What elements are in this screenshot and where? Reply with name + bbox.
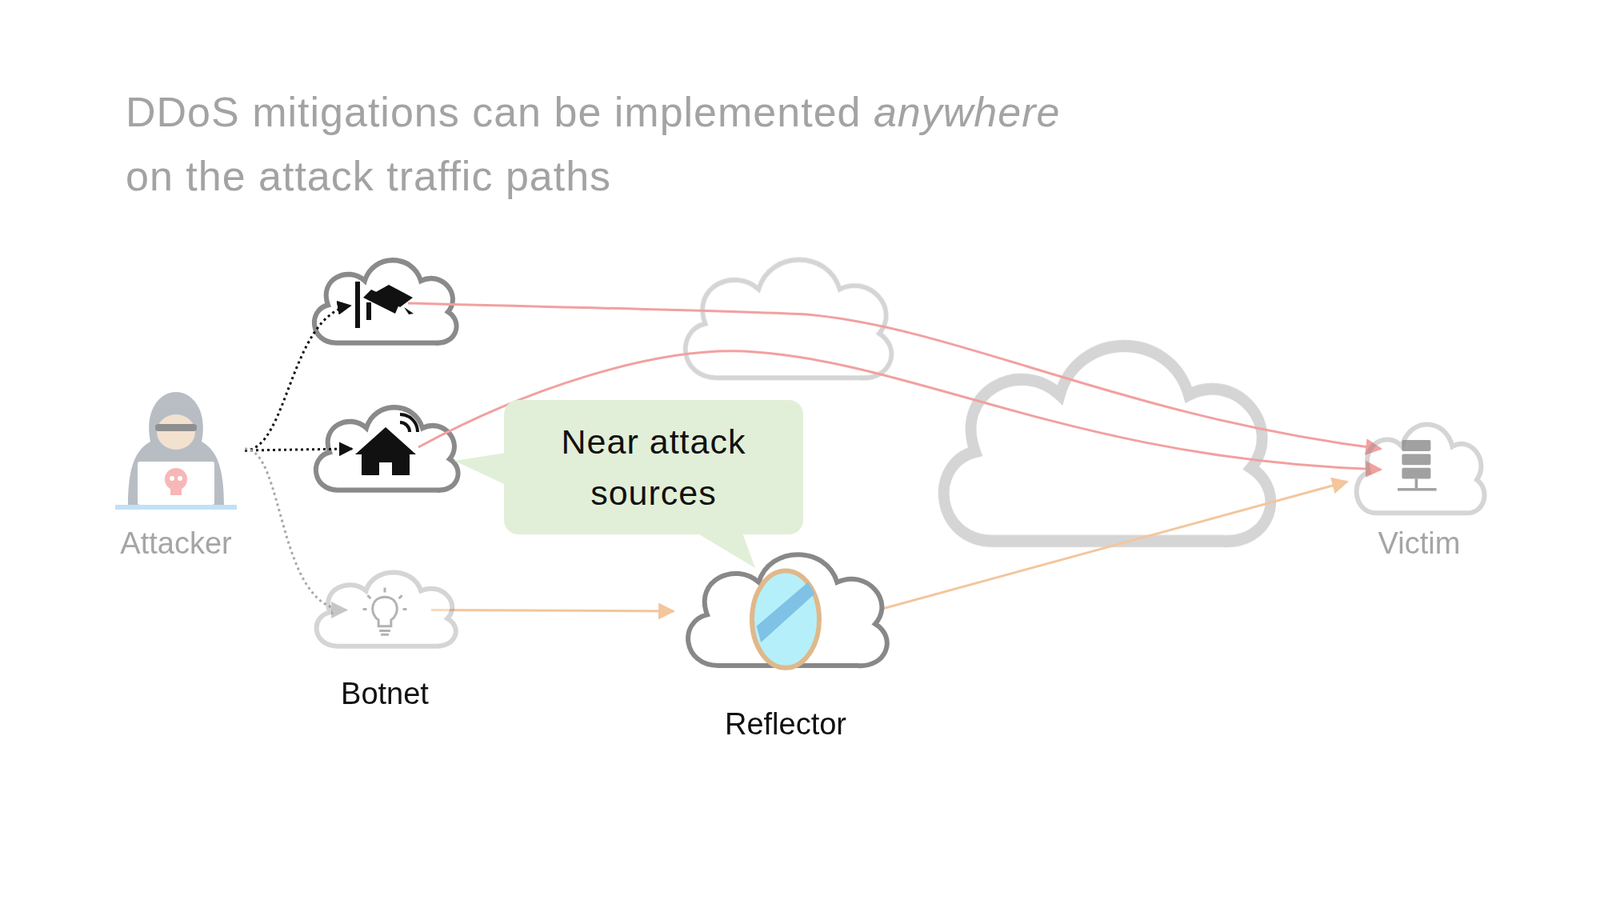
connector-arrow	[244, 448, 347, 611]
node-label: Victim	[1378, 526, 1461, 561]
attacker-icon: Attacker	[112, 385, 240, 512]
reflector-cloud-shape	[673, 536, 898, 687]
callout-text: Near attack sources	[533, 416, 774, 519]
callout-box: Near attack sources	[504, 400, 804, 535]
attacker-icon-shape	[112, 385, 240, 512]
botnet-cloud-shape	[306, 560, 464, 660]
node-label: Attacker	[120, 526, 232, 561]
slide-title: DDoS mitigations can be implemented anyw…	[125, 80, 1060, 208]
victim-cloud-shape	[1347, 409, 1492, 530]
botnet-cloud: Botnet	[306, 560, 464, 660]
connector-arrow	[873, 481, 1348, 612]
connector-arrow	[431, 610, 674, 612]
victim-cloud: Victim	[1347, 409, 1492, 530]
reflector-cloud: Reflector	[673, 536, 898, 687]
node-label: Botnet	[340, 676, 429, 712]
node-label: Reflector	[724, 707, 847, 742]
